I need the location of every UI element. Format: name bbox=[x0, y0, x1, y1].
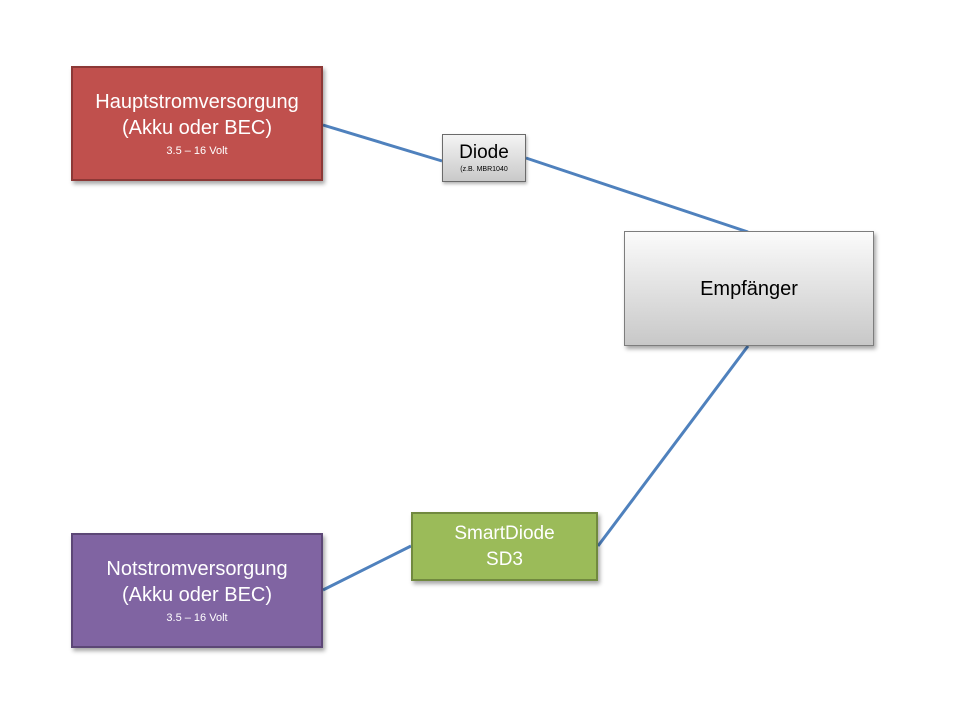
connector-receiver-to-smartdiode bbox=[596, 345, 750, 547]
backup-power-supply-box: Notstromversorgung (Akku oder BEC) 3.5 –… bbox=[71, 533, 323, 648]
backup-supply-voltage: 3.5 – 16 Volt bbox=[166, 611, 228, 624]
receiver-box: Empfänger bbox=[624, 231, 874, 346]
connector-smartdiode-to-backup bbox=[322, 544, 412, 592]
main-supply-subtitle: (Akku oder BEC) bbox=[121, 116, 273, 139]
connector-main-to-diode bbox=[322, 123, 443, 163]
backup-supply-subtitle: (Akku oder BEC) bbox=[121, 583, 273, 606]
main-power-supply-box: Hauptstromversorgung (Akku oder BEC) 3.5… bbox=[71, 66, 323, 181]
diode-title: Diode bbox=[459, 142, 509, 163]
main-supply-voltage: 3.5 – 16 Volt bbox=[166, 144, 228, 157]
smartdiode-title: SmartDiode bbox=[454, 522, 555, 544]
smartdiode-model: SD3 bbox=[486, 548, 523, 570]
diode-box: Diode (z.B. MBR1040 bbox=[442, 134, 526, 182]
connector-diode-to-receiver bbox=[525, 156, 749, 234]
diode-note: (z.B. MBR1040 bbox=[460, 166, 508, 173]
main-supply-title: Hauptstromversorgung bbox=[95, 90, 299, 113]
smartdiode-box: SmartDiode SD3 bbox=[411, 512, 598, 581]
receiver-title: Empfänger bbox=[700, 277, 798, 300]
backup-supply-title: Notstromversorgung bbox=[106, 557, 288, 580]
